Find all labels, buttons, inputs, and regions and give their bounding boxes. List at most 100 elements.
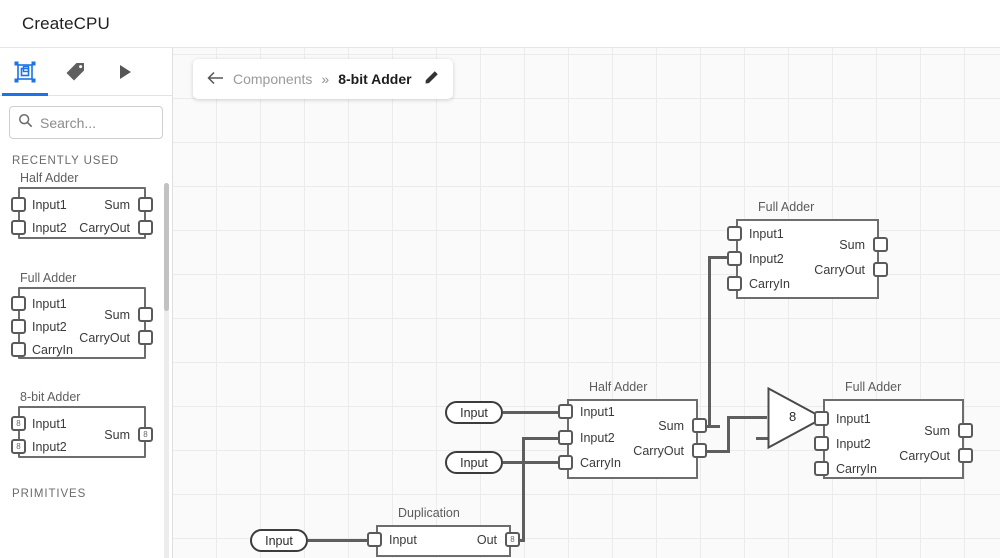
port-input1[interactable] bbox=[558, 404, 573, 419]
pin-label: Sum bbox=[658, 419, 684, 433]
palette-item-half-adder[interactable]: Half Adder Input1 Input2 Sum CarryOut bbox=[0, 171, 172, 249]
node-frame bbox=[823, 399, 964, 479]
back-arrow-icon[interactable] bbox=[207, 71, 224, 88]
components-icon bbox=[14, 61, 36, 83]
node-title: Full Adder bbox=[845, 380, 902, 394]
app-title: CreateCPU bbox=[22, 13, 110, 33]
wire-ha-sum-to-fa-top bbox=[708, 256, 740, 259]
run-tab[interactable] bbox=[100, 48, 150, 95]
node-title: Duplication bbox=[398, 506, 460, 520]
pin-label: Input1 bbox=[32, 297, 67, 311]
port-in-1[interactable] bbox=[11, 220, 26, 235]
pin-label: CarryOut bbox=[899, 449, 950, 463]
pin-label: CarryOut bbox=[814, 263, 865, 277]
input-pill-1[interactable]: Input bbox=[445, 401, 503, 424]
pin-label: Input bbox=[389, 533, 417, 547]
breadcrumb-parent[interactable]: Components bbox=[233, 71, 313, 87]
palette-list: Half Adder Input1 Input2 Sum CarryOut Fu… bbox=[0, 171, 172, 558]
port-out-1[interactable] bbox=[138, 220, 153, 235]
node-full-adder-top[interactable]: Full Adder Input1 Input2 CarryIn Sum Car… bbox=[727, 200, 888, 299]
wire-input1-to-halfadder bbox=[503, 411, 567, 414]
sidebar: Search... RECENTLY USED Half Adder Input… bbox=[0, 48, 173, 558]
port-out-1[interactable] bbox=[138, 330, 153, 345]
port-in-1[interactable]: 8 bbox=[11, 439, 26, 454]
port-out[interactable]: 8 bbox=[505, 532, 520, 547]
port-out-0[interactable]: 8 bbox=[138, 427, 153, 442]
pin-label: Sum bbox=[104, 308, 130, 322]
port-carryin[interactable] bbox=[558, 455, 573, 470]
port-in-2[interactable] bbox=[11, 342, 26, 357]
pin-label: CarryOut bbox=[79, 331, 130, 345]
breadcrumb-separator: » bbox=[321, 71, 330, 87]
wire-ha-carryout-to-buffer bbox=[727, 416, 767, 419]
pin-label: Input2 bbox=[32, 440, 67, 454]
palette-scrollbar-thumb[interactable] bbox=[164, 183, 169, 311]
port-input2[interactable] bbox=[558, 430, 573, 445]
pin-label: Out bbox=[476, 533, 497, 547]
input-pill-label: Input bbox=[460, 405, 488, 420]
port-carryin[interactable] bbox=[727, 276, 742, 291]
port-out-0[interactable] bbox=[138, 307, 153, 322]
port-carryout[interactable] bbox=[873, 262, 888, 277]
title-bar: CreateCPU bbox=[0, 0, 1000, 48]
pin-label: Input1 bbox=[580, 405, 615, 419]
port-carryout[interactable] bbox=[958, 448, 973, 463]
pin-label: Sum bbox=[924, 424, 950, 438]
port-input2[interactable] bbox=[814, 436, 829, 451]
input-pill-2[interactable]: Input bbox=[445, 451, 503, 474]
wire-input2-to-halfadder-carryin bbox=[503, 461, 567, 464]
port-sum[interactable] bbox=[692, 418, 707, 433]
port-out-0[interactable] bbox=[138, 197, 153, 212]
port-in-1[interactable] bbox=[11, 319, 26, 334]
pencil-icon[interactable] bbox=[424, 70, 439, 88]
palette-item-full-adder[interactable]: Full Adder Input1 Input2 CarryIn Sum Car… bbox=[0, 271, 172, 368]
port-sum[interactable] bbox=[873, 237, 888, 252]
breadcrumb: Components » 8-bit Adder bbox=[193, 59, 453, 99]
port-sum[interactable] bbox=[958, 423, 973, 438]
port-in-0[interactable] bbox=[11, 197, 26, 212]
pin-label: Sum bbox=[104, 428, 130, 442]
node-half-adder-mid[interactable]: Half Adder Input1 Input2 CarryIn Sum Car… bbox=[558, 380, 707, 479]
pin-label: CarryIn bbox=[749, 277, 790, 291]
pin-label: CarryOut bbox=[633, 444, 684, 458]
port-input2[interactable] bbox=[727, 251, 742, 266]
node-title: Half Adder bbox=[589, 380, 648, 394]
pin-label: Sum bbox=[839, 238, 865, 252]
pin-label: CarryIn bbox=[580, 456, 621, 470]
node-duplication[interactable]: Duplication Input 8 Out bbox=[367, 506, 520, 557]
wire-dup-out-v bbox=[522, 437, 525, 542]
pin-label: CarryIn bbox=[836, 462, 877, 476]
schematic-canvas[interactable]: Components » 8-bit Adder bbox=[173, 48, 1000, 558]
pin-label: Input2 bbox=[32, 221, 67, 235]
components-tab[interactable] bbox=[0, 48, 50, 96]
section-primitives: PRIMITIVES bbox=[12, 488, 87, 500]
wire-ha-carryout-h bbox=[698, 450, 730, 453]
port-input1[interactable] bbox=[727, 226, 742, 241]
node-full-adder-right[interactable]: Full Adder Input1 Input2 CarryIn Sum Car… bbox=[814, 380, 973, 479]
wire-ha-sum-v bbox=[708, 256, 711, 428]
input-pill-3[interactable]: Input bbox=[250, 529, 308, 552]
pin-label: Input1 bbox=[836, 412, 871, 426]
palette-item-8bit-adder[interactable]: 8-bit Adder 8 Input1 8 Input2 8 Sum bbox=[0, 390, 172, 470]
port-in-0[interactable] bbox=[11, 296, 26, 311]
palette-item-title: Half Adder bbox=[20, 171, 79, 185]
breadcrumb-current: 8-bit Adder bbox=[338, 71, 412, 87]
pin-label: Input1 bbox=[32, 417, 67, 431]
node-frame bbox=[567, 399, 698, 479]
bus-buffer[interactable]: 8 bbox=[767, 386, 827, 450]
search-input[interactable]: Search... bbox=[9, 106, 163, 139]
palette-item-title: Full Adder bbox=[20, 271, 77, 285]
pin-label: Input2 bbox=[749, 252, 784, 266]
port-input1[interactable] bbox=[814, 411, 829, 426]
tags-tab[interactable] bbox=[50, 48, 100, 95]
pin-label: Sum bbox=[104, 198, 130, 212]
port-carryout[interactable] bbox=[692, 443, 707, 458]
port-input[interactable] bbox=[367, 532, 382, 547]
palette-scrollbar-track[interactable] bbox=[164, 183, 169, 558]
pin-label: Input2 bbox=[836, 437, 871, 451]
sidebar-tabbar bbox=[0, 48, 172, 96]
pin-label: Input1 bbox=[749, 227, 784, 241]
play-icon bbox=[119, 64, 131, 79]
port-carryin[interactable] bbox=[814, 461, 829, 476]
port-in-0[interactable]: 8 bbox=[11, 416, 26, 431]
